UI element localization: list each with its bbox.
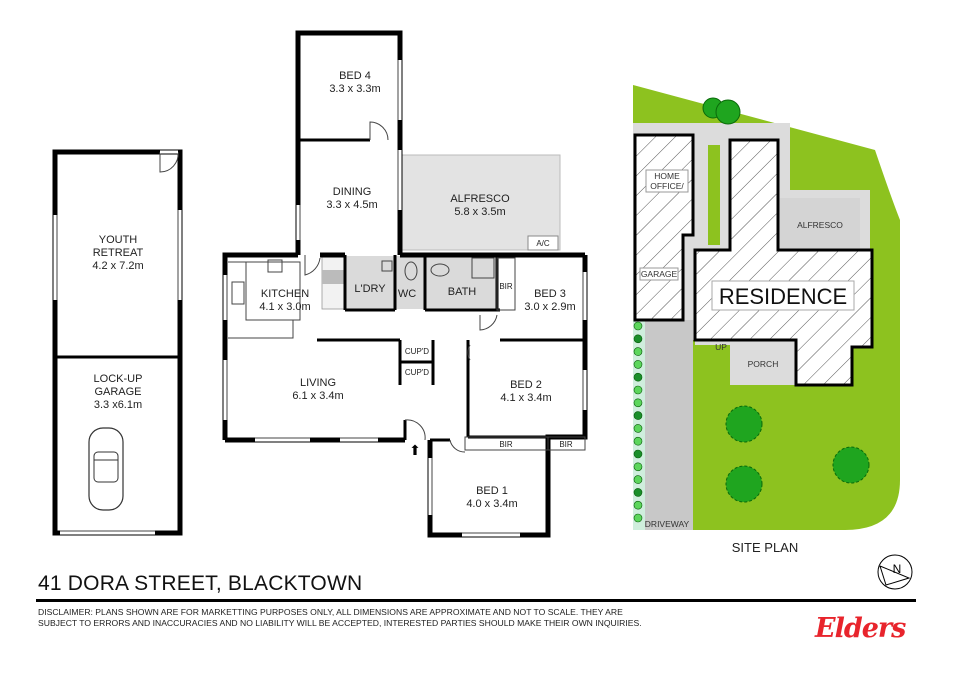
cupboard-label: CUP'D xyxy=(405,347,429,356)
shrub-icon xyxy=(633,385,643,395)
bed3-size: 3.0 x 2.9m xyxy=(524,301,575,313)
shrub-icon xyxy=(633,488,643,497)
up-label: UP xyxy=(715,342,727,352)
site-plan-title: SITE PLAN xyxy=(732,540,798,555)
youth-retreat-label: RETREAT xyxy=(93,247,144,259)
living-label: LIVING xyxy=(300,377,336,389)
porch-label: PORCH xyxy=(748,359,779,369)
car-icon xyxy=(88,427,124,511)
bed4-dining-wing: BED 4 3.3 x 3.3m DINING 3.3 x 4.5m xyxy=(295,30,403,255)
cupboard-label: CUP'D xyxy=(405,368,429,377)
residence-label: RESIDENCE xyxy=(719,284,847,309)
youth-retreat-size: 4.2 x 7.2m xyxy=(92,260,143,272)
shower-icon xyxy=(471,257,495,279)
shrub-icon xyxy=(633,347,643,356)
kitchen-size: 4.1 x 3.0m xyxy=(259,301,310,313)
shrub-icon xyxy=(633,360,643,369)
dining-size: 3.3 x 4.5m xyxy=(326,199,377,211)
alfresco-site-label: ALFRESCO xyxy=(797,220,843,230)
shrub-icon xyxy=(633,398,643,408)
bath-label: BATH xyxy=(448,286,477,298)
bed2-size: 4.1 x 3.4m xyxy=(500,392,551,404)
bed4-label: BED 4 xyxy=(339,70,371,82)
wc-label: WC xyxy=(398,288,416,300)
kitchen-label: KITCHEN xyxy=(261,288,309,300)
shrub-icon xyxy=(633,411,643,420)
disclaimer-line: SUBJECT TO ERRORS AND INACCURACIES AND N… xyxy=(38,618,642,628)
disclaimer: DISCLAIMER: PLANS SHOWN ARE FOR MARKETTI… xyxy=(38,607,642,629)
site-plan: HOME OFFICE/ GARAGE ALFRESCO RESIDENCE P… xyxy=(633,85,900,555)
bed2-label: BED 2 xyxy=(510,379,542,391)
shrub-icon xyxy=(633,436,643,446)
garage-site-label: GARAGE xyxy=(641,269,678,279)
shrub-icon xyxy=(633,424,643,433)
shrub-icon xyxy=(633,321,643,331)
elders-logo: Elders xyxy=(815,613,906,644)
shrub-icon xyxy=(633,500,643,510)
shrub-icon xyxy=(633,462,643,472)
cooktop-icon xyxy=(267,259,283,273)
shrub-icon xyxy=(633,334,643,344)
bir-label: BIR xyxy=(559,440,573,449)
shrub-icon xyxy=(633,475,643,484)
driveway-label: DRIVEWAY xyxy=(645,519,690,529)
north-arrow-icon: N xyxy=(877,554,913,590)
property-address: 41 DORA STREET, BLACKTOWN xyxy=(38,572,363,595)
bed3-label: BED 3 xyxy=(534,288,566,300)
home-office-label: HOME xyxy=(654,171,680,181)
disclaimer-line: DISCLAIMER: PLANS SHOWN ARE FOR MARKETTI… xyxy=(38,607,623,617)
tree-icon xyxy=(702,97,870,503)
hedge-row xyxy=(633,321,643,523)
svg-text:N: N xyxy=(893,562,902,576)
shrub-icon xyxy=(633,513,643,523)
bir-label: BIR xyxy=(499,282,513,291)
garage-label: LOCK-UP xyxy=(94,373,143,385)
dining-label: DINING xyxy=(333,186,372,198)
garage-size: 3.3 x6.1m xyxy=(94,399,142,411)
detached-building: YOUTH RETREAT 4.2 x 7.2m LOCK-UP GARAGE … xyxy=(52,149,183,536)
garage-label: GARAGE xyxy=(94,386,141,398)
bed1-size: 4.0 x 3.4m xyxy=(466,498,517,510)
door-swing-icon xyxy=(159,151,179,173)
youth-retreat-label: YOUTH xyxy=(99,234,138,246)
bir-label: BIR xyxy=(499,440,513,449)
bed1-label: BED 1 xyxy=(476,485,508,497)
main-house: ⬆ KITCHEN 4.1 x 3.0m L'DRY WC BATH BIR B… xyxy=(222,252,588,538)
living-size: 6.1 x 3.4m xyxy=(292,390,343,402)
laundry-label: L'DRY xyxy=(354,283,386,295)
shrub-icon xyxy=(633,372,643,382)
entry-arrow-icon: ⬆ xyxy=(409,442,421,458)
ac-label: A/C xyxy=(536,239,550,248)
divider xyxy=(36,599,916,602)
toilet-icon xyxy=(404,261,418,281)
alfresco-size: 5.8 x 3.5m xyxy=(454,206,505,218)
bed4-size: 3.3 x 3.3m xyxy=(329,83,380,95)
toilet-icon xyxy=(430,263,450,277)
sink-icon xyxy=(231,281,245,305)
alfresco-label: ALFRESCO xyxy=(450,193,510,205)
home-office-label: OFFICE/ xyxy=(650,181,684,191)
shrub-icon xyxy=(633,449,643,459)
